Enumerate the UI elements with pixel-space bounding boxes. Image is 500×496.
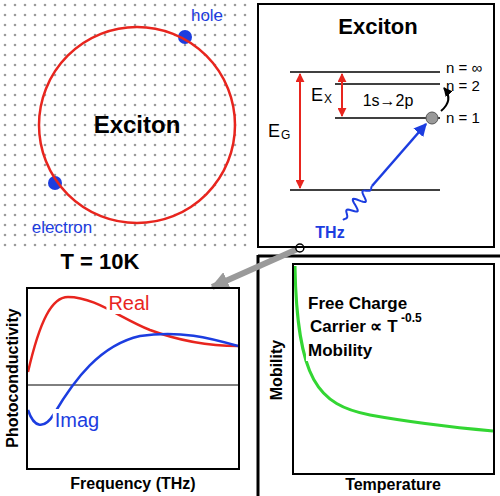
mobility-note: Mobility	[306, 342, 374, 361]
thz-arrow	[372, 124, 426, 186]
axis-label: Frequency (THz)	[70, 475, 195, 493]
level-label: n = ∞	[446, 60, 482, 77]
lattice-dots	[0, 0, 252, 250]
mobility-note: Carrier ∝ T	[308, 318, 400, 337]
axis-label: Temperature	[345, 476, 441, 494]
axis-label: Photoconductivity	[4, 308, 22, 448]
connector-origin	[296, 244, 304, 252]
exciton-label: Exciton	[94, 112, 181, 138]
mobility-curve	[295, 266, 493, 431]
box-title: Exciton	[338, 15, 417, 39]
exciton-circle: Exciton	[37, 25, 237, 225]
temperature-label: T = 10K	[61, 250, 140, 274]
energy-levels	[290, 72, 440, 190]
particle-label: hole	[191, 7, 223, 26]
orbit-circle	[39, 27, 235, 223]
curve-label: Imag	[53, 409, 101, 431]
energy-subscript: X	[324, 93, 332, 106]
panel-border	[257, 255, 260, 496]
axis-label: Mobility	[268, 340, 286, 400]
binding-arrow	[341, 74, 343, 116]
thz-label: THz	[315, 224, 344, 242]
level-label: n = 1	[446, 110, 480, 127]
exciton-state-dot	[426, 112, 438, 124]
gap-arrow	[299, 74, 301, 188]
photoconductivity-plot: RealImag	[26, 287, 240, 470]
energy-symbol: E	[268, 122, 280, 142]
energy-symbol: E	[311, 86, 323, 106]
particle-label: electron	[32, 219, 92, 238]
mobility-note: Free Charge	[306, 295, 409, 314]
exponent: -0.5	[401, 312, 422, 325]
curve-label: Real	[106, 292, 151, 314]
zero-line	[27, 385, 239, 386]
thz-pulse	[343, 186, 372, 220]
panel-border	[258, 255, 500, 258]
transition-label: 1s→2p	[363, 92, 414, 110]
connector-arrow	[212, 248, 300, 287]
mobility-plot: Free ChargeCarrier ∝ T-0.5Mobility	[292, 263, 495, 475]
level-label: n = 2	[446, 78, 480, 95]
energy-subscript: G	[281, 129, 290, 142]
